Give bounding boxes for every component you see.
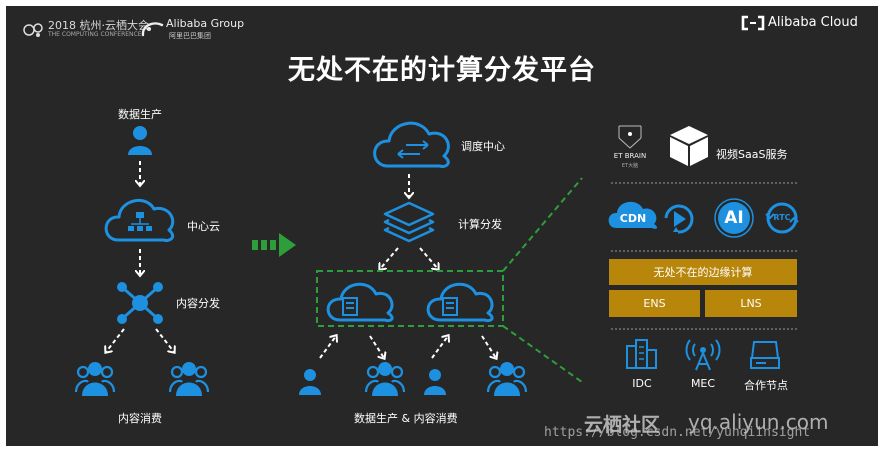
node-label-mec: MEC bbox=[690, 377, 716, 390]
alibaba-cloud-logo: Alibaba Cloud bbox=[768, 15, 858, 30]
slide: 2018 杭州·云栖大会 THE COMPUTING CONFERENCE Al… bbox=[6, 6, 878, 446]
et-brain-label: ET BRAIN bbox=[613, 152, 647, 160]
label-video-saas: 视频SaaS服务 bbox=[716, 148, 788, 161]
arrow-down-right-1 bbox=[481, 335, 496, 358]
label-scheduler: 调度中心 bbox=[461, 140, 505, 153]
alibaba-cloud-logo-icon bbox=[741, 15, 765, 31]
service-label-ai: AI bbox=[724, 208, 744, 228]
label-center-cloud: 中心云 bbox=[187, 220, 220, 233]
label-consumer: 内容消费 bbox=[118, 412, 162, 425]
conference-name: 2018 杭州·云栖大会 bbox=[48, 19, 149, 32]
service-label-rtc: RTC bbox=[773, 213, 791, 222]
arrow-down-left-1 bbox=[369, 335, 384, 358]
watermark-url: https://blog.csdn.net/yunqiinsight bbox=[544, 425, 811, 440]
consumer-group-icon-1 bbox=[364, 362, 406, 396]
ens-label: ENS bbox=[643, 297, 666, 310]
arrow-distribution-to-consumer-right bbox=[155, 328, 174, 352]
center-cloud-icon bbox=[104, 198, 175, 242]
producer-person-icon bbox=[128, 126, 152, 155]
edge-cloud-icon-left bbox=[326, 282, 394, 323]
et-brain-sublabel: ET大脑 bbox=[621, 163, 639, 169]
lns-box: LNS bbox=[705, 290, 797, 317]
arrow-distribution-to-consumer-left bbox=[106, 328, 125, 352]
arrow-up-right-1 bbox=[431, 336, 448, 359]
arrow-dist-to-edge-right bbox=[419, 247, 438, 269]
label-compute-dist: 计算分发 bbox=[458, 218, 502, 231]
label-producer: 数据生产 bbox=[118, 108, 162, 121]
watermark-brand: 云栖社区 bbox=[584, 414, 661, 436]
slide-title: 无处不在的计算分发平台 bbox=[288, 55, 596, 86]
producer-person-icon-1 bbox=[299, 369, 321, 395]
edge-cloud-icon-right bbox=[426, 282, 494, 323]
edge-computing-bar: 无处不在的边缘计算 bbox=[609, 259, 797, 285]
alibaba-group-logo: Alibaba Group bbox=[166, 17, 245, 30]
mec-antenna-icon bbox=[685, 339, 721, 371]
cdn-icon bbox=[608, 201, 658, 229]
zoom-line-top bbox=[502, 177, 583, 272]
label-distribution: 内容分发 bbox=[176, 297, 220, 310]
node-label-partner: 合作节点 bbox=[744, 379, 788, 392]
node-label-idc: IDC bbox=[632, 377, 652, 390]
arrow-dist-to-edge-left bbox=[380, 247, 399, 269]
alibaba-group-logo-cn: 阿里巴巴集团 bbox=[169, 32, 211, 40]
play-sync-icon bbox=[664, 204, 694, 234]
lns-label: LNS bbox=[740, 297, 762, 310]
conference-subtitle: THE COMPUTING CONFERENCE bbox=[48, 31, 142, 38]
consumer-group-icon-left bbox=[74, 362, 116, 396]
zoom-line-bottom bbox=[502, 325, 583, 383]
alibaba-group-logo-icon bbox=[141, 22, 164, 37]
ens-box: ENS bbox=[609, 290, 700, 317]
distribution-hub-icon bbox=[117, 282, 163, 324]
edge-computing-label: 无处不在的边缘计算 bbox=[653, 266, 753, 279]
producer-person-icon-2 bbox=[424, 369, 446, 395]
rtc-icon bbox=[765, 202, 799, 234]
scheduler-cloud-icon bbox=[373, 121, 450, 168]
edge-nodes-highlight-box bbox=[316, 270, 504, 327]
consumer-group-icon-right bbox=[168, 362, 210, 396]
ai-icon bbox=[714, 198, 754, 238]
watermark-domain: yq.aliyun.com bbox=[688, 410, 829, 434]
cube-icon bbox=[670, 126, 708, 166]
et-brain-icon bbox=[618, 125, 642, 149]
diagram-canvas bbox=[74, 121, 799, 396]
compute-layers-icon bbox=[383, 201, 435, 243]
service-label-cdn: CDN bbox=[619, 212, 647, 225]
arrow-up-left-1 bbox=[319, 336, 336, 359]
label-produce-consume: 数据生产 & 内容消费 bbox=[354, 412, 458, 425]
transition-arrow bbox=[252, 233, 296, 257]
partner-node-icon bbox=[750, 341, 780, 369]
conference-logo-icon bbox=[23, 23, 43, 37]
idc-building-icon bbox=[626, 339, 657, 369]
consumer-group-icon-2 bbox=[486, 362, 528, 396]
